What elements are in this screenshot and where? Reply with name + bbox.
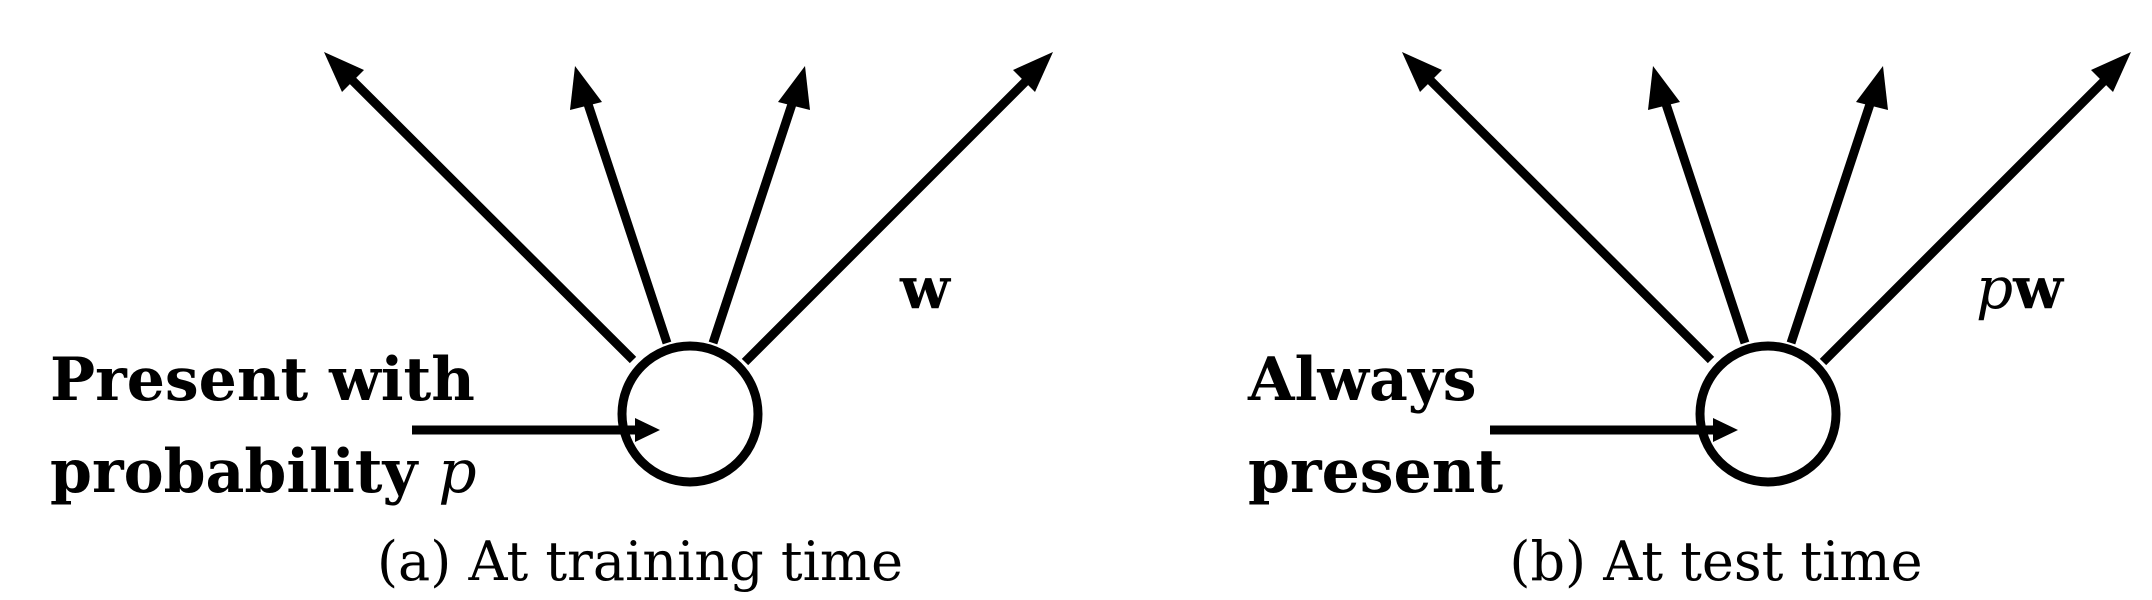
outgoing-arrow-1 [338, 66, 637, 364]
arrowhead-4 [2091, 52, 2131, 92]
arrowhead-3 [778, 66, 810, 110]
input-label-line2-text: present [1248, 437, 1503, 507]
outgoing-arrow-3 [1786, 93, 1878, 345]
outgoing-arrow-1 [1416, 66, 1715, 364]
outgoing-arrow-4 [1819, 68, 2117, 366]
incoming-arrowhead [635, 418, 660, 442]
arrowhead-4 [1013, 52, 1053, 92]
caption-test: (b) At test time [1509, 530, 1922, 593]
neuron-unit [617, 341, 763, 487]
input-label-line2-text: probability [50, 437, 438, 507]
neuron-unit [1695, 341, 1841, 487]
weight-label: pw [1976, 254, 2065, 322]
arrowhead-1 [324, 52, 364, 92]
arrowhead-2 [1648, 66, 1680, 110]
panel-test: Always present pw (b) At test time [1247, 52, 2131, 593]
weight-vector: w [2012, 254, 2065, 322]
outgoing-connections [1402, 52, 2131, 366]
outgoing-arrow-2 [580, 93, 672, 345]
outgoing-arrow-2 [1658, 93, 1750, 345]
outgoing-arrow-3 [708, 93, 800, 345]
panel-training: Present with probability p w (a) At trai… [50, 52, 1053, 593]
arrowhead-2 [570, 66, 602, 110]
outgoing-arrow-4 [741, 68, 1039, 366]
outgoing-connections [324, 52, 1053, 366]
input-label-line1: Present with [50, 345, 475, 415]
incoming-arrowhead [1713, 418, 1738, 442]
weight-vector: w [899, 254, 952, 322]
weight-scale: p [1976, 254, 2013, 322]
probability-variable: p [438, 437, 476, 507]
caption-training: (a) At training time [377, 530, 903, 593]
input-label-line1: Always [1247, 345, 1477, 415]
input-label-line2: probability p [50, 437, 477, 507]
input-label-line2: present [1248, 437, 1503, 507]
weight-label: w [899, 254, 952, 322]
arrowhead-3 [1856, 66, 1888, 110]
arrowhead-1 [1402, 52, 1442, 92]
